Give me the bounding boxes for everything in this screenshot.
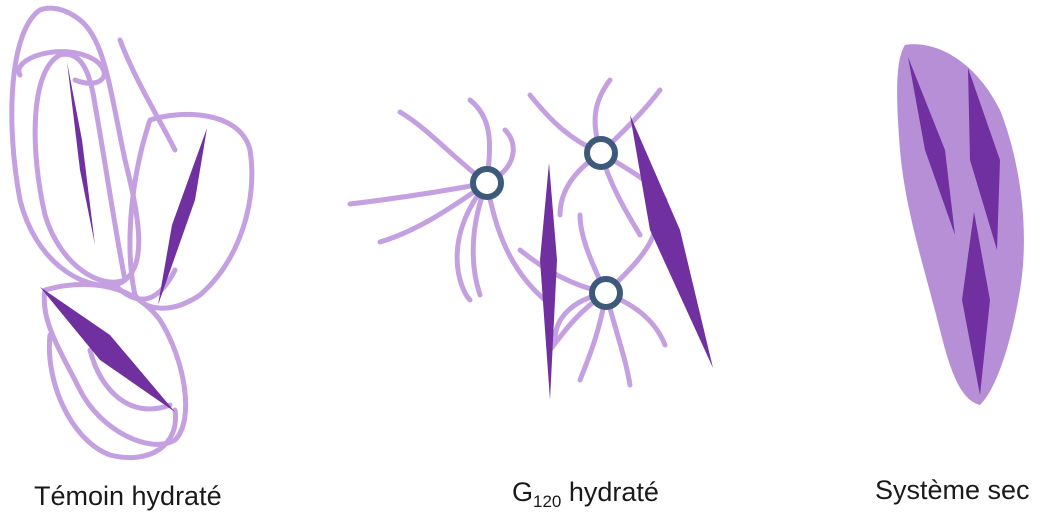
crystal	[158, 128, 207, 305]
crystal	[540, 163, 557, 400]
caption-g120-main: G	[512, 477, 533, 507]
particle	[473, 169, 501, 197]
particle	[587, 139, 615, 167]
caption-g120-subscript: 120	[533, 492, 561, 511]
polymer-chain	[350, 183, 487, 204]
panel-systeme-sec	[897, 44, 1024, 405]
caption-g120-hydrate: G120 hydraté	[512, 477, 659, 512]
particle	[592, 279, 620, 307]
caption-systeme-sec: Système sec	[875, 475, 1030, 506]
panel-temoin-hydrate	[12, 8, 252, 457]
caption-g120-rest: hydraté	[561, 477, 659, 507]
polymer-chain	[487, 183, 545, 300]
crystal	[630, 115, 713, 368]
panel-g120-hydrate	[350, 80, 713, 400]
caption-temoin-hydrate: Témoin hydraté	[34, 481, 222, 512]
